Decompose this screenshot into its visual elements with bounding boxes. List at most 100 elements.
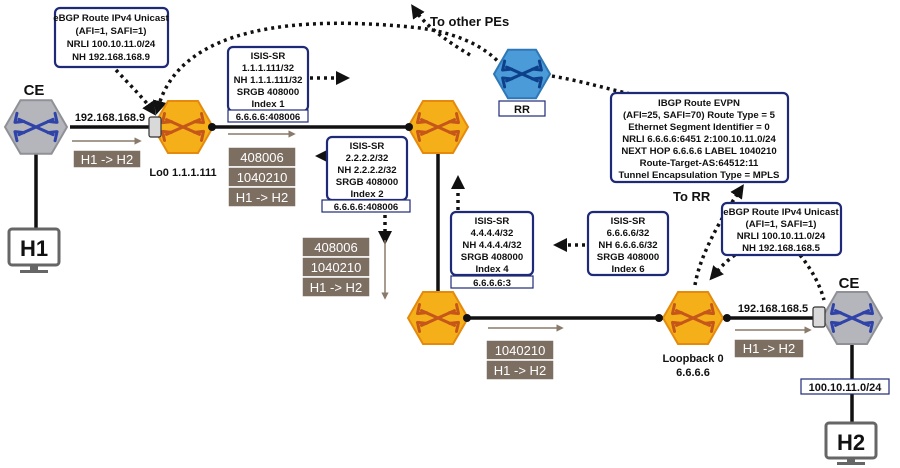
isis-6-line: Index 6 xyxy=(611,264,644,275)
host-h2: H2 xyxy=(824,421,878,465)
stack-cell-text: 1040210 xyxy=(237,170,288,185)
stack-cell-text: H1 -> H2 xyxy=(310,280,362,295)
isis-1-sid-box xyxy=(227,109,309,123)
isis-2-line: SRGB 408000 xyxy=(336,177,398,188)
ce-left-label: CE xyxy=(24,82,45,99)
isis-1-line: NH 1.1.1.111/32 xyxy=(234,75,303,86)
p-router-top xyxy=(406,100,470,154)
ebgp-left-line: eBGP Route IPv4 Unicast xyxy=(53,13,169,24)
link-joint xyxy=(208,123,216,131)
stack-cell-text: H1 -> H2 xyxy=(743,341,795,356)
ce-right-label: CE xyxy=(839,275,860,292)
isis-4-line: Index 4 xyxy=(475,264,509,275)
isis-1-line: 1.1.1.111/32 xyxy=(242,63,294,74)
ibgp-evpn-border xyxy=(609,91,790,184)
pe-router-6 xyxy=(661,291,725,345)
p-router-bottom xyxy=(406,291,470,345)
prefix-label: 100.10.11.0/24 xyxy=(809,382,883,394)
ibgp-evpn-box: IBGP Route EVPN (AFI=25, SAFI=70) Route … xyxy=(609,91,790,184)
prefix-box xyxy=(800,378,890,395)
isis-2-sid-box xyxy=(321,199,411,213)
interface-connector-right xyxy=(812,306,826,328)
isis-2-line: Index 2 xyxy=(350,189,383,200)
isis-1-line: Index 1 xyxy=(251,99,285,110)
crossed-arrows-icon xyxy=(161,112,205,142)
link-joint xyxy=(405,123,413,131)
ibgp-evpn-line: IBGP Route EVPN xyxy=(658,98,740,109)
rr-to-evpn-arrow xyxy=(544,73,641,98)
isis-4-line: 4.4.4.4/32 xyxy=(471,228,514,239)
isis-4-line: NH 4.4.4.4/32 xyxy=(462,240,521,251)
link-joint xyxy=(723,314,731,322)
ce-left-ip: 192.168.168.9 xyxy=(75,112,145,124)
ebgp-right-ce-arrow xyxy=(798,253,826,301)
ebgp-right-line: eBGP Route IPv4 Unicast xyxy=(723,207,839,218)
stack-cell-text: 1040210 xyxy=(495,343,546,358)
crossed-arrows-icon xyxy=(501,59,543,89)
ebgp-right-border xyxy=(720,201,843,257)
ebgp-right-line: (AFI=1, SAFI=1) xyxy=(746,219,817,230)
flow-arrows xyxy=(72,130,812,334)
isis-2-line: NH 2.2.2.2/32 xyxy=(337,165,396,176)
to-rr-label: To RR xyxy=(673,189,711,204)
crossed-arrows-icon xyxy=(671,303,715,333)
isis-box-6: ISIS-SR 6.6.6.6/32 NH 6.6.6.6/32 SRGB 40… xyxy=(586,210,670,277)
to-other-pes-arrow xyxy=(411,4,471,57)
isis-box-6-border xyxy=(586,210,670,277)
isis-4-sid: 6.6.6.6:3 xyxy=(473,278,511,289)
isis-4-line: SRGB 408000 xyxy=(461,252,523,263)
to-other-pes-label: To other PEs xyxy=(430,14,509,29)
route-reflector xyxy=(492,48,552,100)
host-h2-label: H2 xyxy=(837,430,865,455)
isis-2-sid: 6.6.6.6:408006 xyxy=(334,202,399,213)
to-rr-arrow xyxy=(693,184,744,286)
ebgp-left-box: eBGP Route IPv4 Unicast (AFI=1, SAFI=1) … xyxy=(53,6,170,69)
ibgp-evpn-line: NEXT HOP 6.6.6.6 LABEL 1040210 xyxy=(621,146,776,157)
label-stack-bottom: 1040210 H1 -> H2 xyxy=(485,339,555,381)
label-stack-mid: 408006 1040210 H1 -> H2 xyxy=(301,236,371,298)
ce-router-right xyxy=(820,291,884,345)
isis-box-4-border xyxy=(449,210,535,277)
stack-cell-text: H1 -> H2 xyxy=(236,190,288,205)
stack-cell-text: H1 -> H2 xyxy=(494,363,546,378)
host-h1-label: H1 xyxy=(20,236,48,261)
crossed-arrows-icon xyxy=(830,303,874,333)
ebgp-left-line: NH 192.168.168.9 xyxy=(72,52,150,63)
ebgp-right-arrow xyxy=(709,253,737,281)
stack-cell-text: H1 -> H2 xyxy=(81,152,133,167)
stack-cell xyxy=(227,186,297,208)
ibgp-evpn-line: NRLI 6.6.6.6:6451 2:100.10.11.0/24 xyxy=(622,134,776,145)
stack-cell-text: 408006 xyxy=(240,150,283,165)
link-joint xyxy=(655,314,663,322)
stack-cell xyxy=(72,149,142,169)
isis-4-sid-box xyxy=(450,275,534,289)
isis-6-line: 6.6.6.6/32 xyxy=(607,228,650,239)
ebgp-left-border xyxy=(53,6,170,69)
label-stack-ce-right: H1 -> H2 xyxy=(733,338,805,359)
rr-label-box xyxy=(498,100,546,117)
stack-cell xyxy=(485,359,555,381)
ce-router-left xyxy=(3,99,69,155)
crossed-arrows-icon xyxy=(13,111,59,143)
monitor-stand-icon xyxy=(847,458,855,462)
isis-6-line: ISIS-SR xyxy=(611,216,646,227)
isis-6-line: SRGB 408000 xyxy=(597,252,659,263)
rr-label: RR xyxy=(514,104,530,116)
isis-box-4: ISIS-SR 4.4.4.4/32 NH 4.4.4.4/32 SRGB 40… xyxy=(449,210,535,289)
ibgp-evpn-line: Route-Target-AS:64512:11 xyxy=(640,158,759,169)
loopback-label-line1: Loopback 0 xyxy=(662,353,723,365)
isis-2-line: 2.2.2.2/32 xyxy=(346,153,389,164)
monitor-base-icon xyxy=(20,270,48,273)
isis-1-line: ISIS-SR xyxy=(251,51,286,62)
isis-1-sid: 6.6.6.6:408006 xyxy=(236,112,301,123)
ebgp-right-box: eBGP Route IPv4 Unicast (AFI=1, SAFI=1) … xyxy=(720,201,843,257)
stack-cell xyxy=(301,276,371,298)
ebgp-left-arrow xyxy=(114,68,157,116)
ibgp-evpn-line: Tunnel Encapsulation Type = MPLS xyxy=(619,170,780,181)
label-stack-top: 408006 1040210 H1 -> H2 xyxy=(227,146,297,208)
isis-6-line: NH 6.6.6.6/32 xyxy=(598,240,657,251)
label-stack-ce-left: H1 -> H2 xyxy=(72,149,142,169)
stack-cell xyxy=(733,338,805,359)
isis-2-line: ISIS-SR xyxy=(350,141,385,152)
